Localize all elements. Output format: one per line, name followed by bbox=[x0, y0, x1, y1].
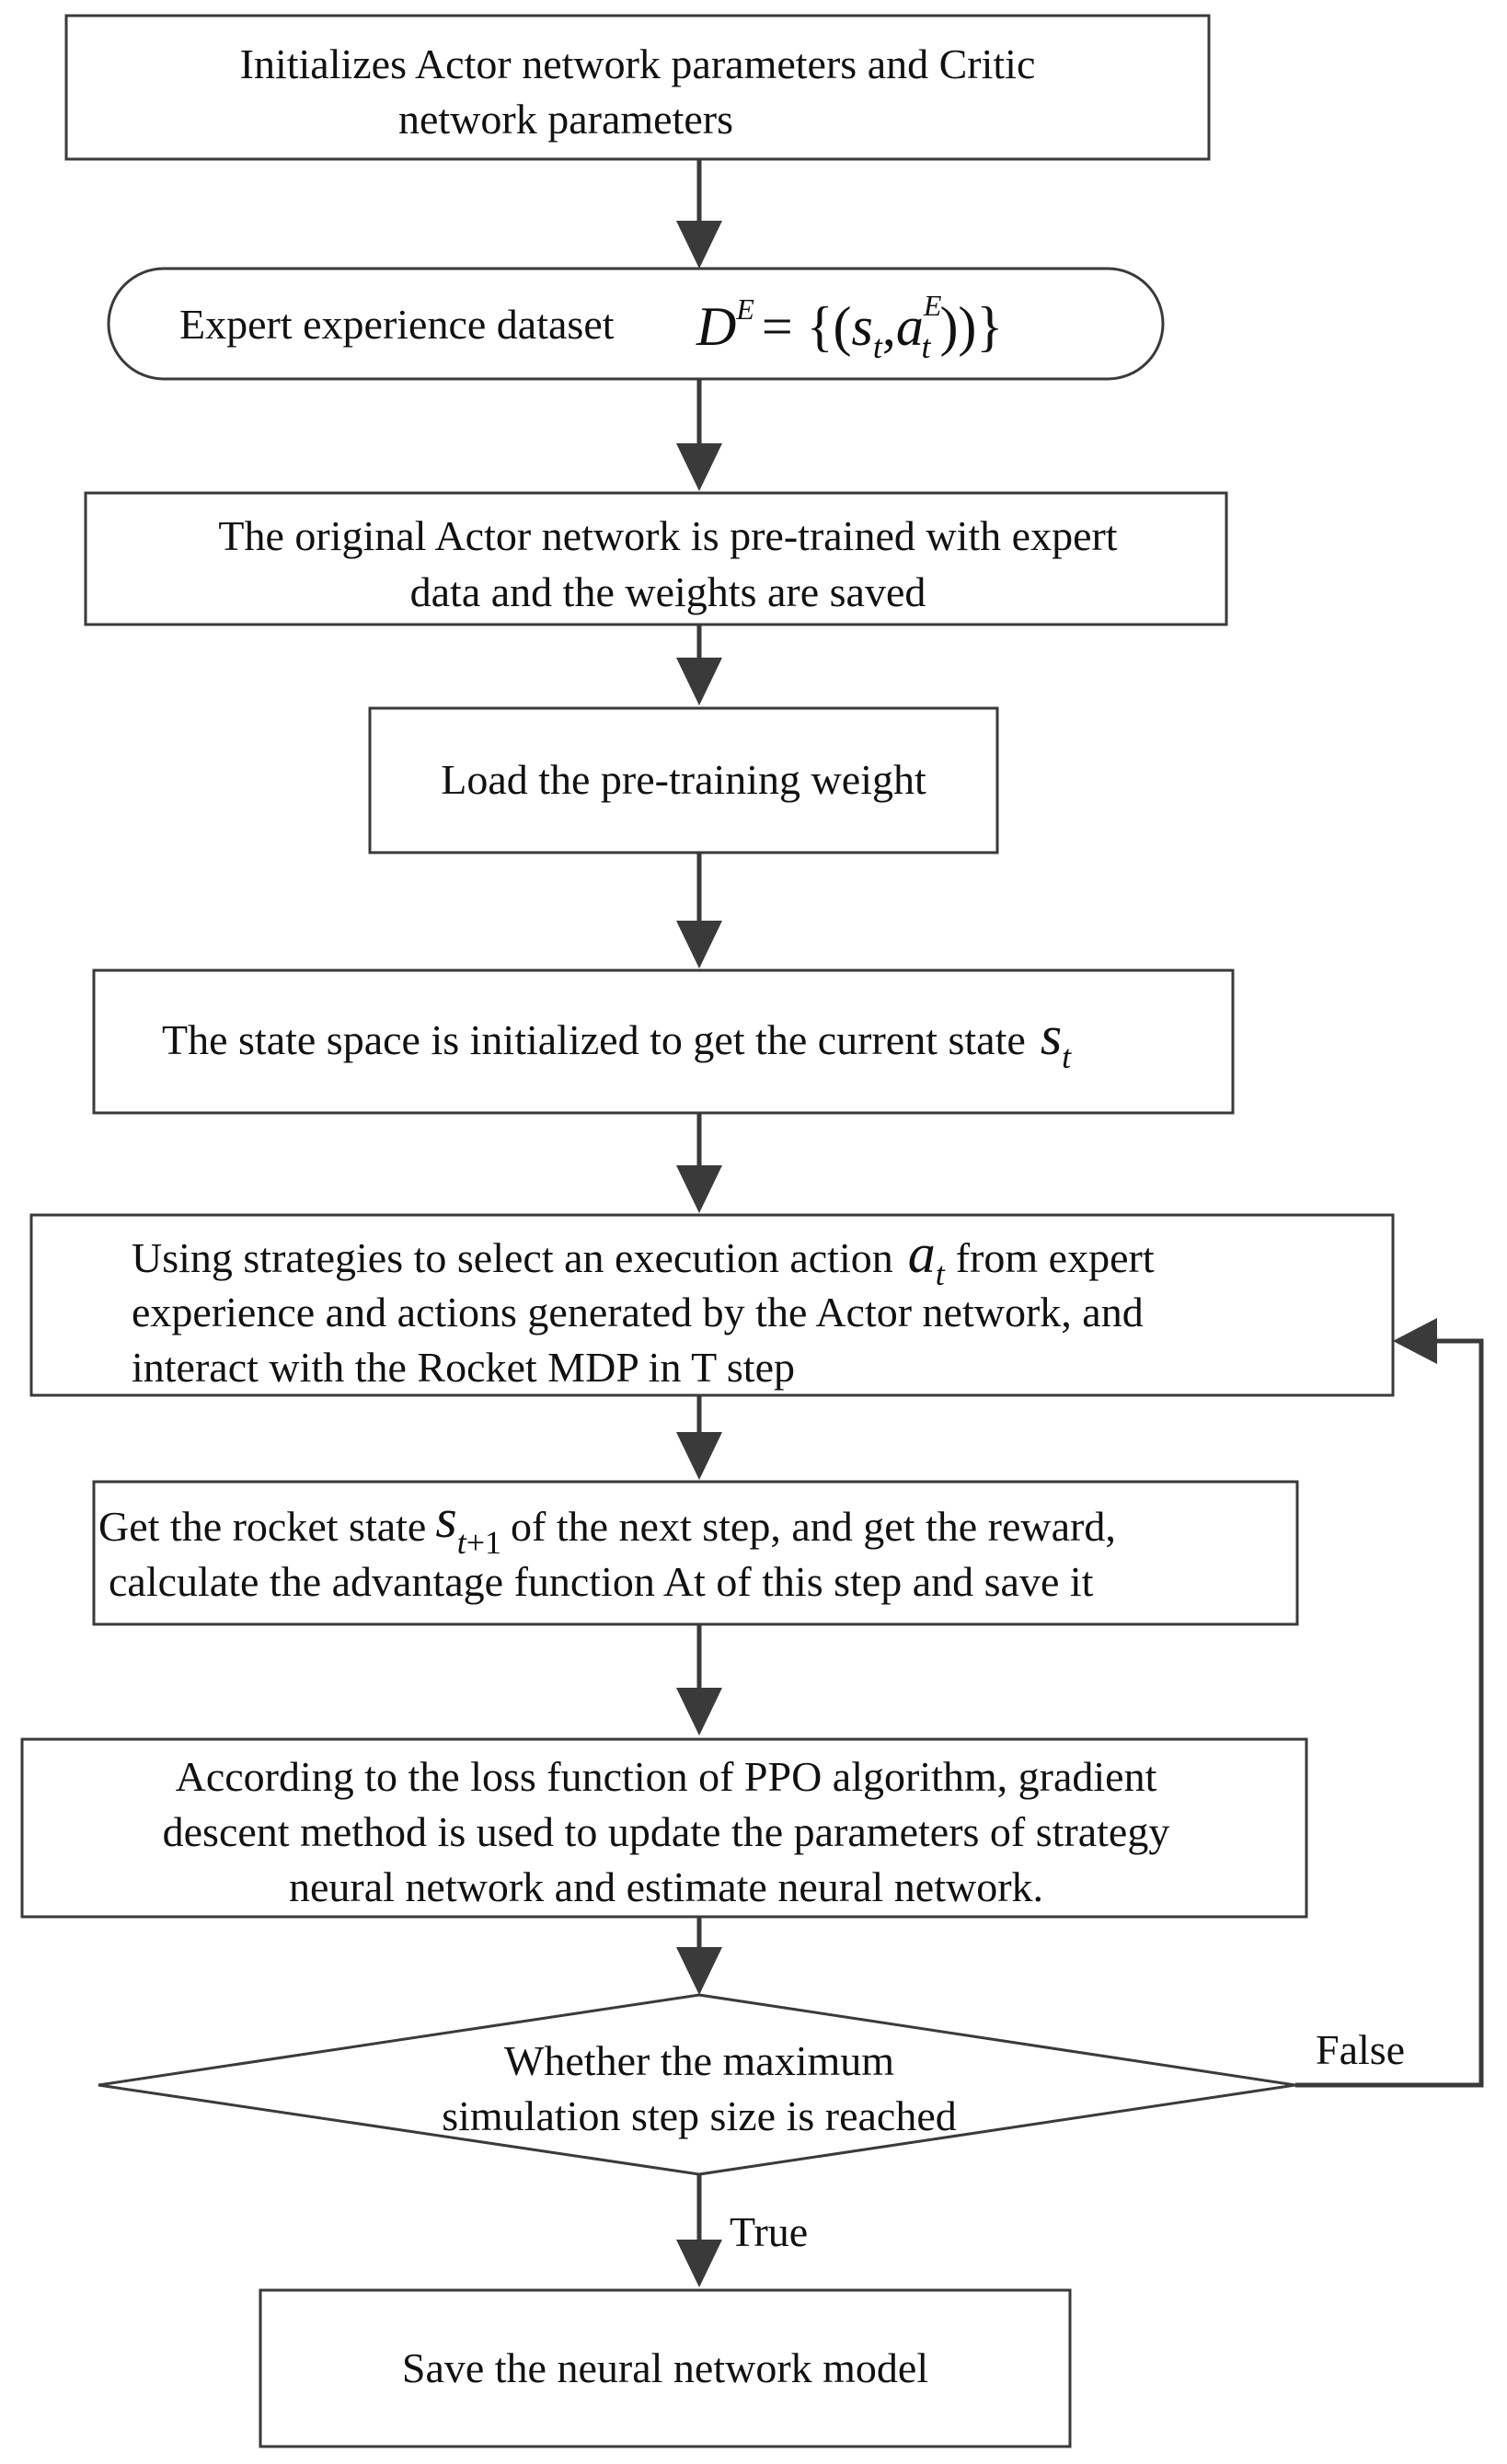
dataset-label: Expert experience dataset bbox=[179, 301, 615, 348]
load-node: Load the pre-training weight bbox=[368, 706, 999, 854]
pretrain-node: The original Actor network is pre-traine… bbox=[84, 491, 1228, 626]
load-text: Load the pre-training weight bbox=[441, 756, 926, 803]
true-label: True bbox=[730, 2208, 808, 2255]
update-text-line2: descent method is used to update the par… bbox=[163, 1808, 1170, 1855]
update-text-line3: neural network and estimate neural netwo… bbox=[289, 1863, 1043, 1910]
false-label: False bbox=[1316, 2026, 1405, 2073]
init-text-line1: Initializes Actor network parameters and… bbox=[240, 40, 1036, 87]
decision-text-line2: simulation step size is reached bbox=[442, 2092, 957, 2139]
arrow-dataset-to-pretrain bbox=[676, 379, 722, 491]
decision-node: Whether the maximum simulation step size… bbox=[98, 1993, 1296, 2176]
select-text-line2: experience and actions generated by the … bbox=[132, 1289, 1144, 1335]
update-node: According to the loss function of PPO al… bbox=[20, 1737, 1308, 1919]
decision-text-line1: Whether the maximum bbox=[504, 2037, 894, 2084]
arrow-update-to-decision bbox=[676, 1917, 722, 1995]
save-node: Save the neural network model bbox=[259, 2288, 1072, 2448]
init-text-line2: network parameters bbox=[398, 96, 733, 143]
arrow-init-to-dataset bbox=[676, 159, 722, 269]
arrow-state-to-select bbox=[676, 1113, 722, 1213]
init-node: Initializes Actor network parameters and… bbox=[64, 14, 1211, 161]
select-action-node: Using strategies to select an execution … bbox=[29, 1213, 1395, 1397]
pretrain-text-line2: data and the weights are saved bbox=[410, 568, 926, 615]
arrow-next-to-update bbox=[676, 1624, 722, 1736]
state-init-node: The state space is initialized to get th… bbox=[92, 968, 1235, 1115]
state-init-text: The state space is initialized to get th… bbox=[162, 1005, 1072, 1075]
arrow-pretrain-to-load bbox=[676, 625, 722, 705]
save-text: Save the neural network model bbox=[402, 2344, 928, 2391]
pretrain-text-line1: The original Actor network is pre-traine… bbox=[218, 512, 1117, 559]
update-text-line1: According to the loss function of PPO al… bbox=[176, 1753, 1157, 1800]
select-text-line3: interact with the Rocket MDP in T step bbox=[132, 1344, 795, 1391]
next-state-text-line2: calculate the advantage function At of t… bbox=[109, 1558, 1094, 1605]
arrow-load-to-state bbox=[676, 853, 722, 968]
false-loop-arrow bbox=[1295, 1318, 1484, 2088]
arrow-decision-to-save bbox=[676, 2174, 722, 2287]
select-text-line1: Using strategies to select an execution … bbox=[132, 1223, 1155, 1292]
arrow-select-to-next bbox=[676, 1395, 722, 1480]
